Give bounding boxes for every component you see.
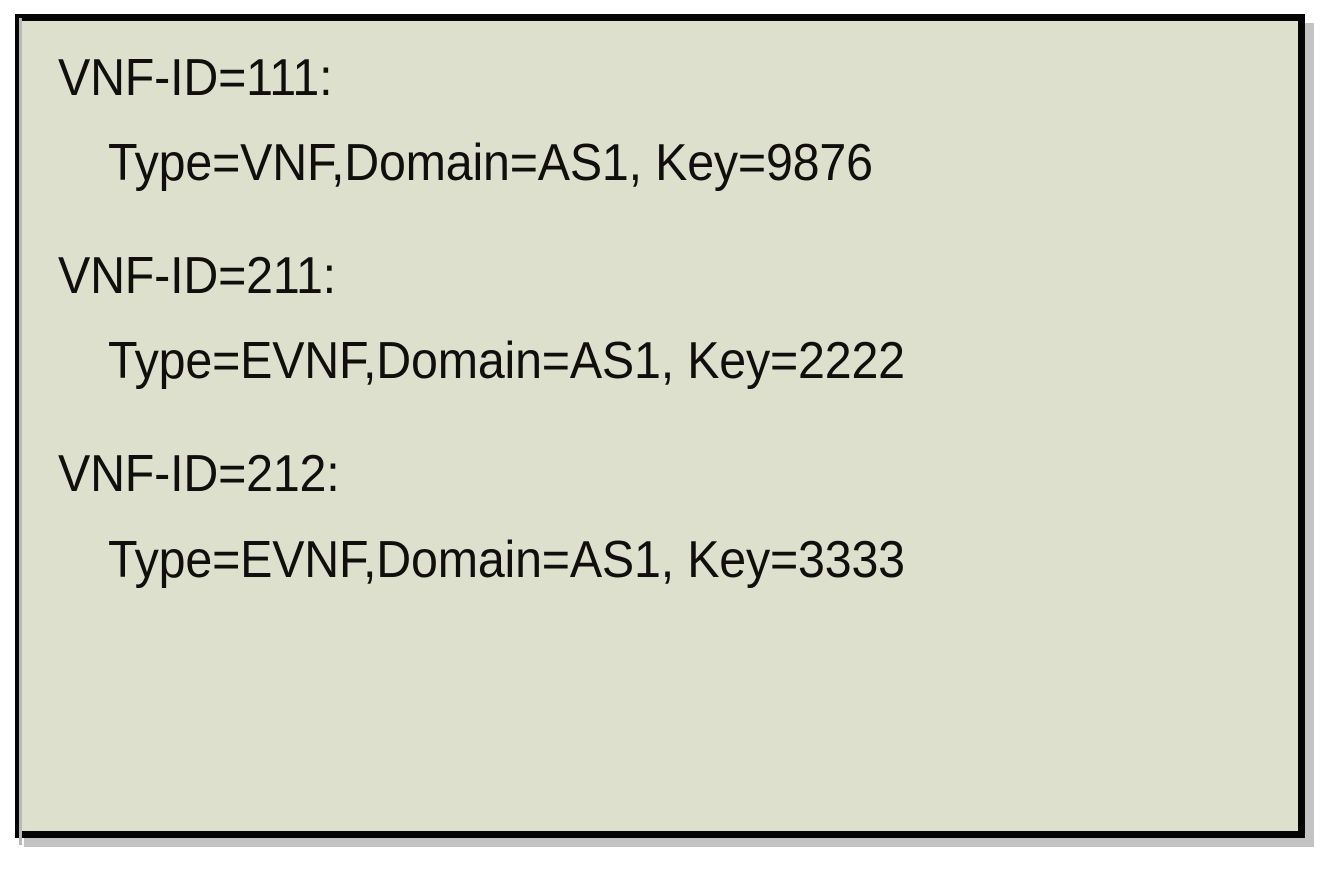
vnf-attributes-line: Type=EVNF,Domain=AS1, Key=2222 (108, 332, 905, 391)
panel-bevel-edge (19, 18, 22, 845)
vnf-record-entry: VNF-ID=212: Type=EVNF,Domain=AS1, Key=33… (22, 447, 1298, 587)
vnf-id-heading: VNF-ID=212: (58, 445, 340, 504)
vnf-id-heading: VNF-ID=211: (58, 247, 336, 306)
vnf-attributes-line: Type=VNF,Domain=AS1, Key=9876 (108, 134, 873, 193)
vnf-record-panel: VNF-ID=111: Type=VNF,Domain=AS1, Key=987… (15, 14, 1305, 845)
vnf-attributes-line: Type=EVNF,Domain=AS1, Key=3333 (108, 530, 905, 589)
vnf-id-heading: VNF-ID=111: (58, 49, 333, 107)
vnf-record-entry: VNF-ID=111: Type=VNF,Domain=AS1, Key=987… (22, 49, 1298, 193)
vnf-record-entry: VNF-ID=211: Type=EVNF,Domain=AS1, Key=22… (22, 249, 1298, 389)
vnf-record-list: VNF-ID=111: Type=VNF,Domain=AS1, Key=987… (22, 21, 1298, 831)
